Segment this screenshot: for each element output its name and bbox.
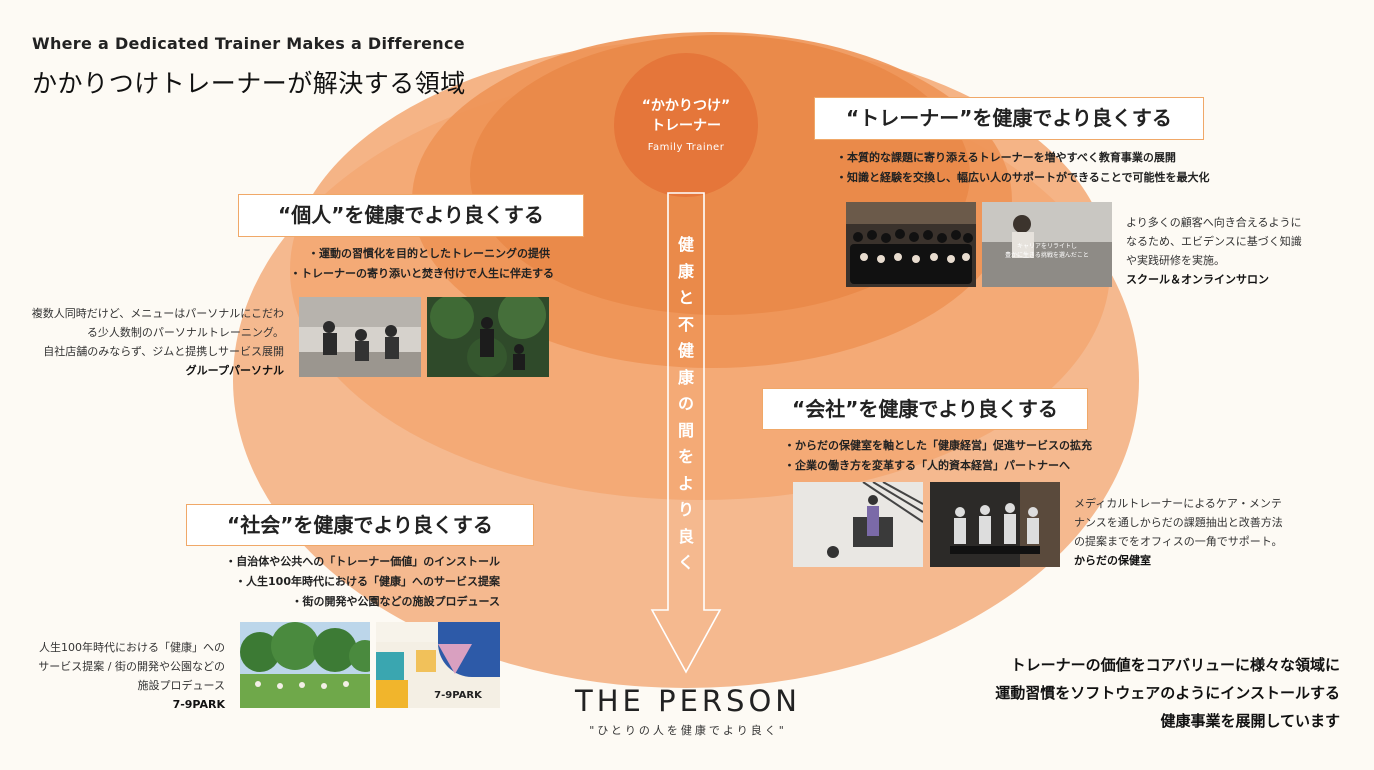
career-photo-caption-1: キャリアをリライトし: [1017, 243, 1077, 250]
company-description-line: の提案までをオフィスの一角でサポート。: [1074, 535, 1283, 548]
trainer-service-name: スクール＆オンラインサロン: [1126, 273, 1269, 286]
individual-title-box: “個人”を健康でより良くする: [238, 194, 584, 237]
society-bullets: ・自治体や公共への「トレーナー価値」のインストール ・人生100年時代における「…: [200, 552, 500, 612]
axis-text: 健康と不健康の間をより良く: [677, 235, 694, 572]
society-photo-park: [240, 622, 370, 708]
society-photo-poster: 7-9PARK: [376, 622, 500, 708]
core-title-line1: “かかりつけ”: [641, 98, 731, 114]
individual-bullet: ・トレーナーの寄り添いと焚き付けで人生に伴走する: [290, 267, 554, 280]
company-description: メディカルトレーナーによるケア・メンテ ナンスを通しからだの課題抽出と改善方法 …: [1074, 494, 1283, 570]
trainer-description-line: より多くの顧客へ向き合えるように: [1126, 216, 1302, 229]
brand-name: THE PERSON: [575, 684, 801, 718]
group-photo-image: [846, 202, 976, 287]
closing-line: 健康事業を展開しています: [1160, 712, 1340, 730]
trainer-description-line: なるため、エビデンスに基づく知識: [1126, 235, 1302, 248]
core-label: “かかりつけ” トレーナー Family Trainer: [614, 96, 758, 153]
brand-block: THE PERSON "ひとりの人を健康でより良く": [540, 684, 836, 738]
closing-line: 運動習慣をソフトウェアのようにインストールする: [995, 684, 1340, 702]
company-bullet: ・企業の働き方を変革する「人的資本経営」パートナーへ: [784, 459, 1070, 472]
society-bullet: ・街の開発や公園などの施設プロデュース: [291, 595, 500, 608]
society-title-box: “社会”を健康でより良くする: [186, 504, 534, 546]
individual-bullets: ・運動の習慣化を目的としたトレーニングの提供 ・トレーナーの寄り添いと焚き付けで…: [290, 244, 554, 284]
individual-description: 複数人同時だけど、メニューはパーソナルにこだわ る少人数制のパーソナルトレーニン…: [20, 304, 284, 380]
trainer-description-line: や実践研修を実施。: [1126, 254, 1225, 267]
individual-photo-outdoor: [427, 297, 549, 377]
trainer-bullet: ・本質的な課題に寄り添えるトレーナーを増やすべく教育事業の展開: [836, 151, 1176, 164]
society-service-name: 7-9PARK: [172, 698, 225, 711]
company-bullets: ・からだの保健室を軸とした「健康経営」促進サービスの拡充 ・企業の働き方を変革す…: [784, 436, 1092, 476]
company-photo-team: [930, 482, 1060, 567]
team-photo-image: [930, 482, 1060, 567]
society-description-line: サービス提案 / 街の開発や公園などの: [38, 660, 225, 673]
trainer-description: より多くの顧客へ向き合えるように なるため、エビデンスに基づく知識 や実践研修を…: [1126, 213, 1302, 289]
trainer-title-box: “トレーナー”を健康でより良くする: [814, 97, 1204, 140]
individual-description-line: る少人数制のパーソナルトレーニング。: [86, 326, 284, 339]
career-photo-caption-2: 豊かに生きる挑戦を選んだこと: [1005, 251, 1089, 259]
society-description-line: 人生100年時代における「健康」への: [39, 641, 225, 654]
society-description: 人生100年時代における「健康」への サービス提案 / 街の開発や公園などの 施…: [20, 638, 225, 714]
closing-line: トレーナーの価値をコアバリューに様々な領域に: [1010, 656, 1340, 674]
brand-tagline: "ひとりの人を健康でより良く": [589, 724, 787, 737]
core-subtitle: Family Trainer: [647, 142, 725, 153]
society-description-line: 施設プロデュース: [137, 679, 225, 692]
individual-bullet: ・運動の習慣化を目的としたトレーニングの提供: [308, 247, 550, 260]
trainer-bullets: ・本質的な課題に寄り添えるトレーナーを増やすべく教育事業の展開 ・知識と経験を交…: [836, 148, 1209, 188]
company-description-line: メディカルトレーナーによるケア・メンテ: [1074, 497, 1282, 510]
company-service-name: からだの保健室: [1074, 554, 1151, 567]
career-photo-image: キャリアをリライトし 豊かに生きる挑戦を選んだこと: [982, 202, 1112, 287]
individual-photo-gym: [299, 297, 421, 377]
core-circle: [614, 53, 758, 197]
trainer-photo-career: キャリアをリライトし 豊かに生きる挑戦を選んだこと: [982, 202, 1112, 287]
trainer-photo-group: [846, 202, 976, 287]
company-photo-office: [793, 482, 923, 567]
gym-photo-image: [299, 297, 421, 377]
individual-service-name: グループパーソナル: [185, 364, 284, 377]
company-description-line: ナンスを通しからだの課題抽出と改善方法: [1074, 516, 1283, 529]
down-arrow: [650, 192, 722, 674]
society-bullet: ・人生100年時代における「健康」へのサービス提案: [235, 575, 500, 588]
trainer-bullet: ・知識と経験を交換し、幅広い人のサポートができることで可能性を最大化: [836, 171, 1210, 184]
poster-logo-text: 7-9PARK: [434, 690, 483, 701]
individual-description-line: 複数人同時だけど、メニューはパーソナルにこだわ: [31, 307, 284, 320]
society-bullet: ・自治体や公共への「トレーナー価値」のインストール: [225, 555, 500, 568]
closing-statement: トレーナーの価値をコアバリューに様々な領域に 運動習慣をソフトウェアのようにイン…: [995, 651, 1340, 735]
park-poster-image: 7-9PARK: [376, 622, 500, 708]
park-photo-image: [240, 622, 370, 708]
page-title: かかりつけトレーナーが解決する領域: [32, 69, 466, 98]
individual-description-line: 自社店舗のみならず、ジムと提携しサービス展開: [43, 345, 284, 358]
company-bullet: ・からだの保健室を軸とした「健康経営」促進サービスの拡充: [784, 439, 1092, 452]
header-subtitle: Where a Dedicated Trainer Makes a Differ…: [32, 34, 465, 53]
office-photo-image: [793, 482, 923, 567]
outdoor-photo-image: [427, 297, 549, 377]
company-title-box: “会社”を健康でより良くする: [762, 388, 1088, 430]
core-title-line2: トレーナー: [651, 118, 721, 134]
